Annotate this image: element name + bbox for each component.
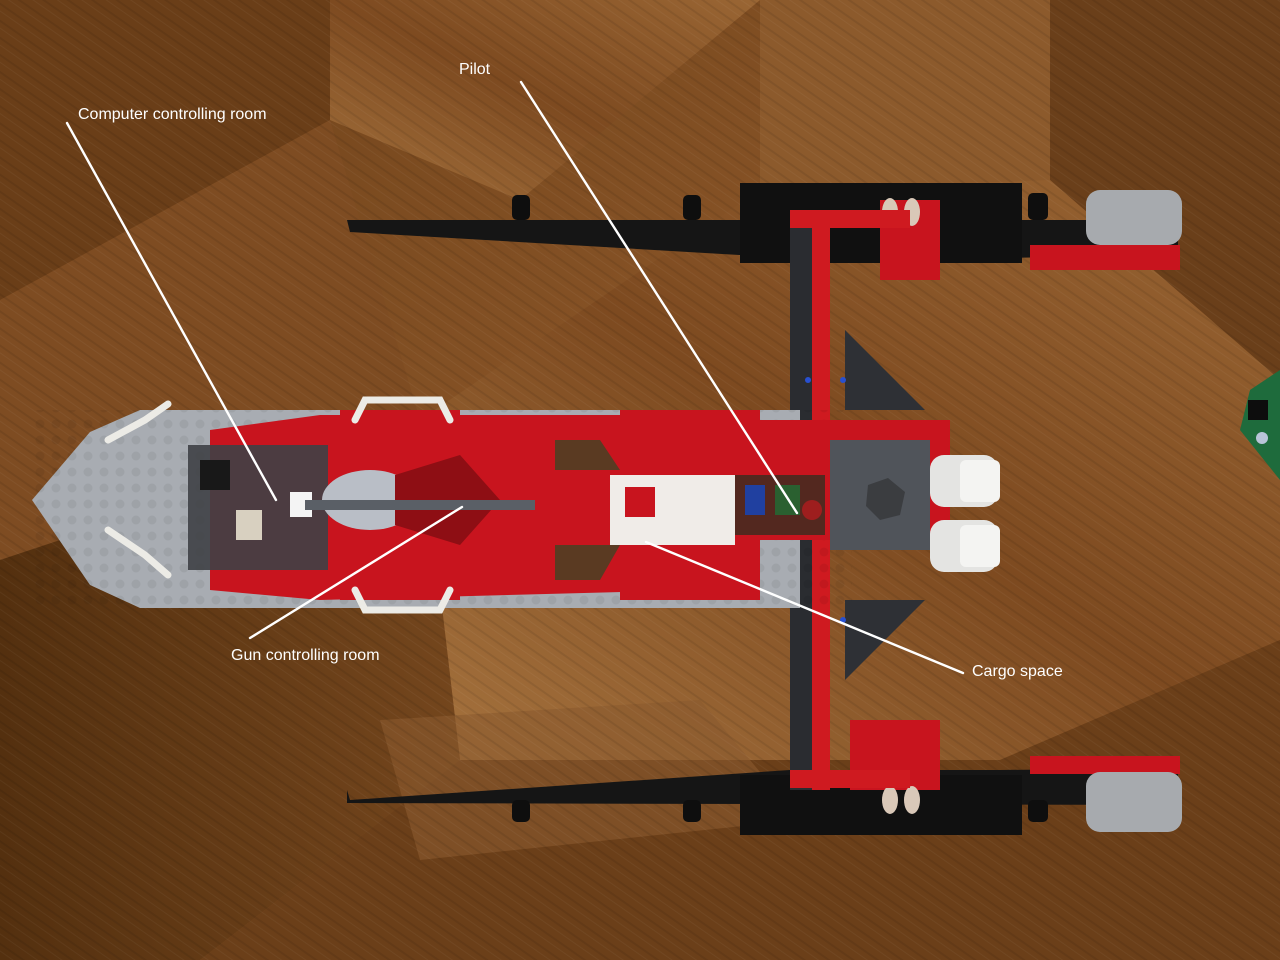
label-cargo-space: Cargo space bbox=[972, 663, 1063, 680]
label-pilot: Pilot bbox=[459, 61, 491, 78]
label-gun-controlling-room: Gun controlling room bbox=[231, 647, 380, 664]
green-object bbox=[1240, 370, 1280, 480]
main-hull bbox=[32, 410, 950, 608]
annotation-lines bbox=[65, 80, 965, 675]
label-computer-controlling-room: Computer controlling room bbox=[78, 106, 267, 123]
cargo-space-pointer bbox=[644, 540, 965, 675]
gun-room-pointer bbox=[248, 505, 464, 640]
white-chains bbox=[104, 396, 454, 614]
engines bbox=[930, 455, 1000, 572]
bottom-wing bbox=[347, 720, 1182, 835]
computer-room-pointer bbox=[65, 121, 278, 502]
pilot-pointer bbox=[519, 80, 799, 515]
